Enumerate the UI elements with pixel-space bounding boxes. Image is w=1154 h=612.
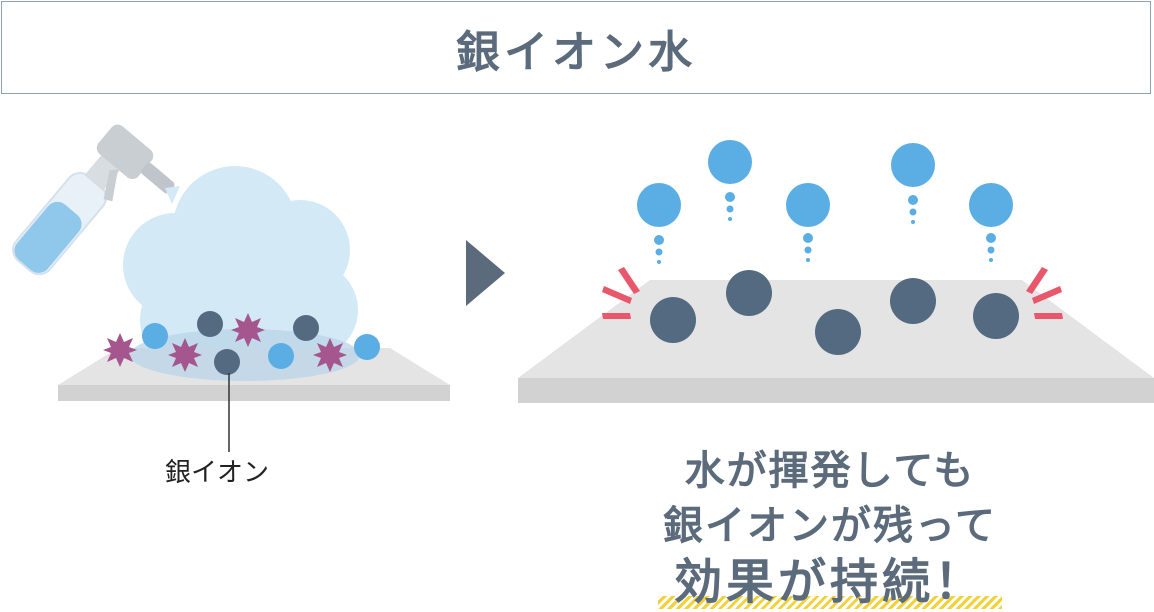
- silver-ion: [650, 297, 696, 343]
- germ-icon: [231, 313, 265, 347]
- germ-icon: [168, 338, 202, 372]
- evaporating-drop: [786, 183, 830, 262]
- sparkle-right-icon: [1026, 267, 1063, 319]
- caption-line-1: 水が揮発しても: [684, 448, 976, 494]
- sparkle-left-icon: [602, 267, 640, 319]
- germs: [103, 313, 347, 372]
- silver-ion: [890, 278, 936, 324]
- caption-highlight-underline: [658, 596, 1002, 609]
- spray-bottle-icon: [12, 124, 175, 276]
- silver-ions-left: [197, 311, 319, 375]
- caption-line-2: 銀イオンが残って: [663, 503, 997, 549]
- water-drop: [354, 334, 380, 360]
- mist-shadow: [130, 329, 360, 381]
- water-drops-left: [142, 323, 380, 369]
- evaporating-drop: [708, 140, 752, 221]
- silver-ion: [815, 309, 861, 355]
- silver-ion: [293, 315, 319, 341]
- silver-ion: [726, 270, 772, 316]
- caption-line-3: 効果が持続！: [673, 554, 986, 610]
- evaporating-drop: [891, 143, 935, 224]
- silver-ions-right: [650, 270, 1019, 355]
- page-title: 銀イオン水: [456, 26, 696, 78]
- silver-ion: [214, 349, 240, 375]
- mist-cloud: [123, 166, 358, 380]
- silver-ion-label: 銀イオン: [165, 458, 270, 488]
- evaporating-drop: [637, 183, 681, 264]
- water-drop: [268, 343, 294, 369]
- water-drop: [142, 323, 168, 349]
- evaporating-drop: [969, 183, 1013, 262]
- germ-icon: [313, 338, 347, 372]
- evaporating-drops: [637, 140, 1013, 264]
- title-box: 銀イオン水: [1, 1, 1151, 94]
- silver-ion: [197, 311, 223, 337]
- silver-ion: [973, 293, 1019, 339]
- germ-icon: [103, 333, 137, 367]
- arrow-right-icon: [466, 240, 505, 306]
